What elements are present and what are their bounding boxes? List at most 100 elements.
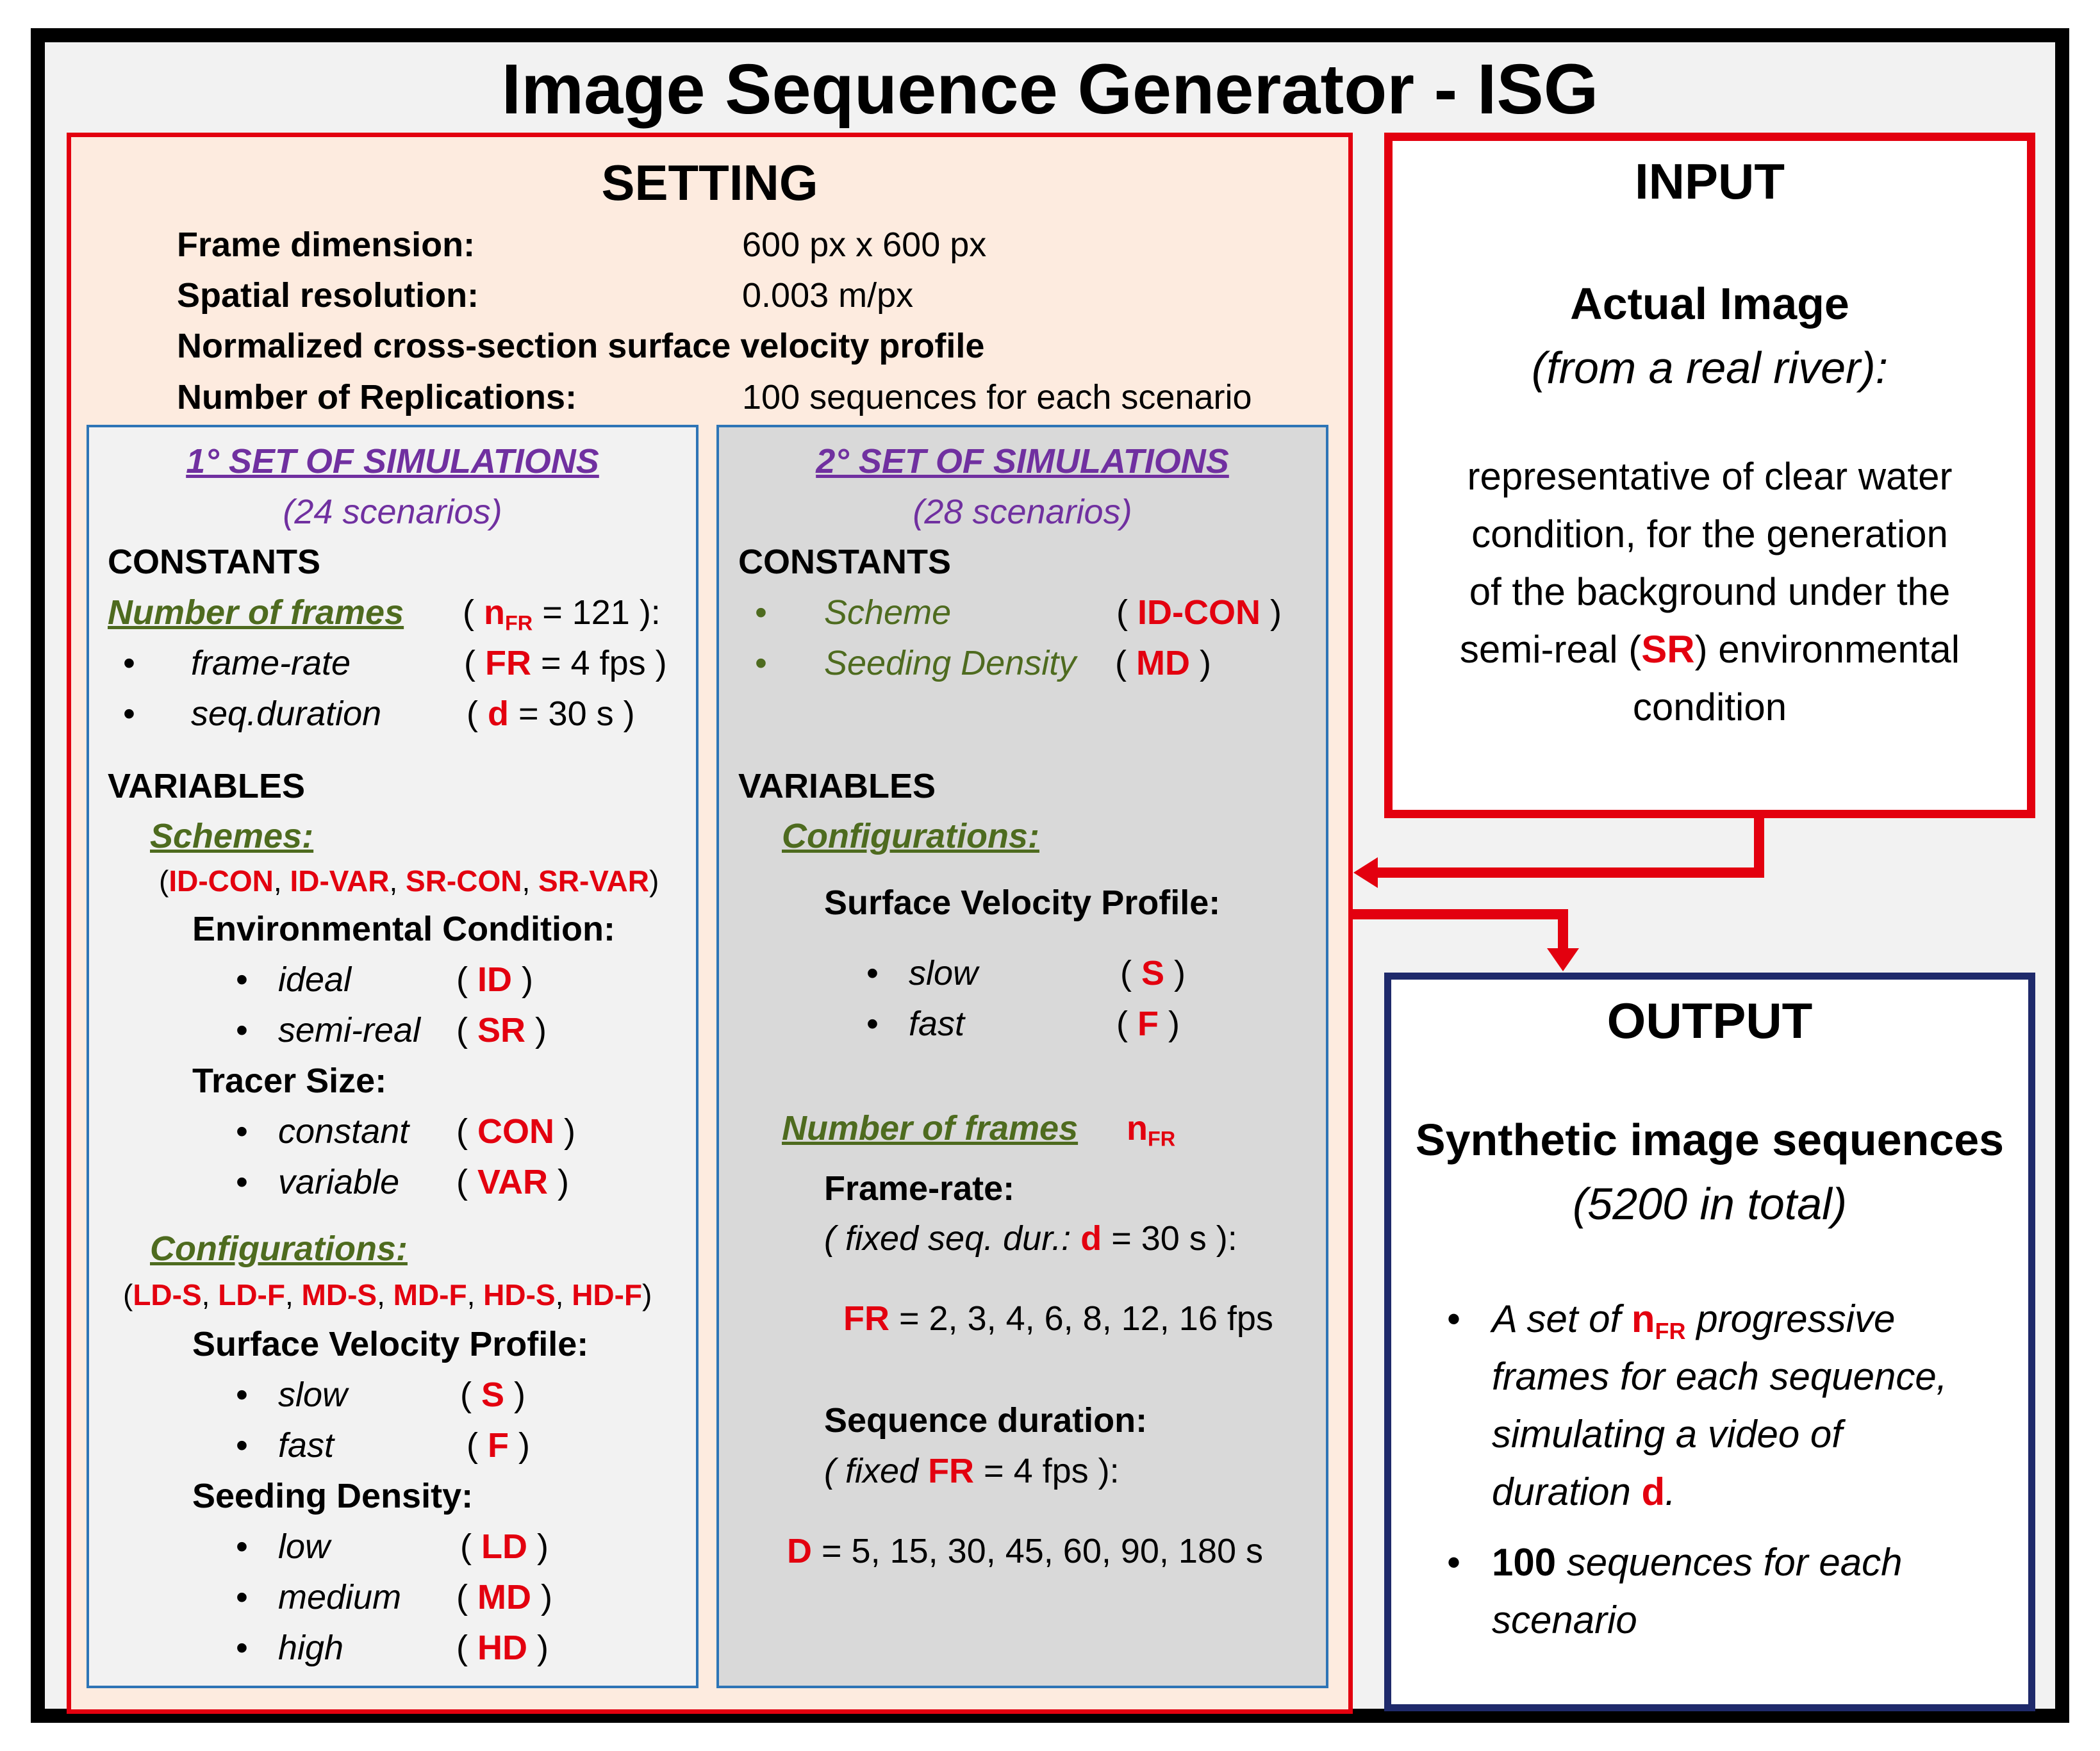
input-panel bbox=[1384, 133, 2035, 818]
set1-tracer-constant-code: ( CON ) bbox=[456, 1112, 575, 1151]
set1-density-medium-code: ( MD ) bbox=[456, 1578, 552, 1616]
bullet-dot: • bbox=[236, 1629, 248, 1667]
set2-config-label: Configurations: bbox=[782, 817, 1039, 855]
set2-const-density: Seeding Density bbox=[824, 644, 1077, 682]
set1-env-ideal: ideal bbox=[278, 960, 352, 999]
set2-framerate-fixed: ( fixed seq. dur.: d = 30 s ): bbox=[824, 1219, 1237, 1258]
set2-seqdur-label: Sequence duration: bbox=[824, 1401, 1148, 1440]
set1-env-semireal-code: ( SR ) bbox=[456, 1011, 547, 1049]
set1-env-label: Environmental Condition: bbox=[192, 910, 615, 948]
set1-title: 1° SET OF SIMULATIONS bbox=[186, 442, 599, 481]
bullet-dot: • bbox=[755, 644, 767, 682]
output-bullet1-line4: duration d. bbox=[1492, 1470, 1676, 1513]
input-header: INPUT bbox=[1635, 153, 1785, 210]
setting-header: SETTING bbox=[601, 154, 818, 211]
input-source: (from a real river): bbox=[1531, 343, 1889, 393]
output-panel bbox=[1384, 973, 2035, 1711]
set1-framerate-label: frame-rate bbox=[191, 644, 351, 682]
set1-tracer-label: Tracer Size: bbox=[192, 1062, 387, 1100]
set1-svp-fast-code: ( F ) bbox=[467, 1426, 530, 1465]
setting-value-spatial-resolution: 0.003 m/px bbox=[742, 276, 914, 315]
output-bullet1-line2: frames for each sequence, bbox=[1492, 1355, 1947, 1398]
bullet-dot: • bbox=[236, 1112, 248, 1151]
set2-nframes-label: Number of frames bbox=[782, 1109, 1079, 1147]
set2-panel bbox=[716, 425, 1328, 1688]
set1-tracer-variable: variable bbox=[278, 1163, 400, 1201]
setting-value-replications: 100 sequences for each scenario bbox=[742, 378, 1252, 416]
set2-svp-slow-code: ( S ) bbox=[1120, 954, 1186, 992]
set2-const-scheme: Scheme bbox=[824, 593, 952, 632]
set1-env-semireal: semi-real bbox=[278, 1011, 421, 1049]
set1-nframes-label: Number of frames bbox=[108, 593, 404, 632]
input-line-1: representative of clear water bbox=[1467, 455, 1953, 498]
output-bullet2-line2: scenario bbox=[1492, 1599, 1637, 1641]
output-bullet2-line1: 100 sequences for each bbox=[1492, 1541, 1903, 1584]
set1-svp-fast: fast bbox=[278, 1426, 335, 1465]
set2-framerate-label: Frame-rate: bbox=[824, 1169, 1015, 1208]
bullet-dot: • bbox=[123, 695, 135, 733]
setting-label-velocity-profile: Normalized cross-section surface velocit… bbox=[177, 327, 985, 365]
set1-svp-label: Surface Velocity Profile: bbox=[192, 1325, 589, 1363]
bullet-dot: • bbox=[236, 960, 248, 999]
set1-duration-value: ( d = 30 s ) bbox=[467, 695, 635, 733]
set1-framerate-value: ( FR = 4 fps ) bbox=[464, 644, 667, 682]
setting-label-spatial-resolution: Spatial resolution: bbox=[177, 276, 479, 315]
bullet-dot: • bbox=[1447, 1541, 1461, 1584]
bullet-dot: • bbox=[755, 593, 767, 632]
bullet-dot: • bbox=[236, 1163, 248, 1201]
input-to-setting-arrow bbox=[1353, 818, 1764, 888]
bullet-dot: • bbox=[866, 954, 879, 992]
set1-density-low-code: ( LD ) bbox=[460, 1527, 549, 1566]
set2-subtitle: (28 scenarios) bbox=[913, 493, 1132, 531]
set2-framerate-values: FR = 2, 3, 4, 6, 8, 12, 16 fps bbox=[843, 1299, 1273, 1338]
set1-config-label: Configurations: bbox=[150, 1229, 408, 1268]
set1-density-high-code: ( HD ) bbox=[456, 1629, 549, 1667]
bullet-dot: • bbox=[1447, 1297, 1461, 1340]
bullet-dot: • bbox=[236, 1527, 248, 1566]
output-subheader: Synthetic image sequences bbox=[1415, 1115, 2005, 1165]
set2-const-scheme-code: ( ID-CON ) bbox=[1116, 593, 1282, 632]
set2-seqdur-fixed: ( fixed FR = 4 fps ): bbox=[824, 1452, 1120, 1490]
set2-nframes-symbol: nFR bbox=[1127, 1109, 1176, 1151]
bullet-dot: • bbox=[866, 1005, 879, 1043]
set2-svp-label: Surface Velocity Profile: bbox=[824, 884, 1221, 922]
set1-variables-label: VARIABLES bbox=[108, 767, 306, 805]
set1-density-low: low bbox=[278, 1527, 331, 1566]
set1-density-high: high bbox=[278, 1629, 344, 1667]
input-line-4: semi-real (SR) environmental bbox=[1459, 628, 1960, 671]
set1-nframes-value: ( nFR = 121 ): bbox=[463, 593, 661, 635]
diagram-title: Image Sequence Generator - ISG bbox=[501, 50, 1599, 129]
output-total: (5200 in total) bbox=[1572, 1179, 1848, 1229]
bullet-dot: • bbox=[236, 1376, 248, 1414]
setting-label-replications: Number of Replications: bbox=[177, 378, 577, 416]
set1-tracer-constant: constant bbox=[278, 1112, 409, 1151]
set1-config-codes: (LD-S, LD-F, MD-S, MD-F, HD-S, HD-F) bbox=[123, 1278, 652, 1311]
setting-to-output-arrow bbox=[1353, 909, 1579, 971]
set1-density-label: Seeding Density: bbox=[192, 1477, 474, 1515]
set2-svp-fast-code: ( F ) bbox=[1116, 1005, 1180, 1043]
bullet-dot: • bbox=[236, 1578, 248, 1616]
output-header: OUTPUT bbox=[1607, 992, 1813, 1049]
output-bullet1-line1: A set of nFR progressive bbox=[1492, 1297, 1896, 1344]
set2-const-density-code: ( MD ) bbox=[1115, 644, 1211, 682]
set2-seqdur-values: D = 5, 15, 30, 45, 60, 90, 180 s bbox=[787, 1532, 1264, 1570]
output-bullet1-line3: simulating a video of bbox=[1492, 1413, 1842, 1456]
setting-label-frame-dimension: Frame dimension: bbox=[177, 226, 475, 264]
bullet-dot: • bbox=[236, 1011, 248, 1049]
set2-title: 2° SET OF SIMULATIONS bbox=[816, 442, 1229, 481]
input-line-5: condition bbox=[1632, 686, 1787, 728]
set1-svp-slow: slow bbox=[278, 1376, 348, 1414]
input-line-3: of the background under the bbox=[1469, 570, 1951, 613]
set1-schemes-label: Schemes: bbox=[150, 817, 314, 855]
bullet-dot: • bbox=[123, 644, 135, 682]
setting-value-frame-dimension: 600 px x 600 px bbox=[742, 226, 987, 264]
set1-tracer-variable-code: ( VAR ) bbox=[456, 1163, 570, 1201]
set1-duration-label: seq.duration bbox=[191, 695, 382, 733]
bullet-dot: • bbox=[236, 1426, 248, 1465]
set2-constants-label: CONSTANTS bbox=[738, 543, 951, 581]
set1-env-ideal-code: ( ID ) bbox=[456, 960, 533, 999]
set2-svp-slow: slow bbox=[909, 954, 979, 992]
set1-panel bbox=[87, 425, 699, 1688]
input-line-2: condition, for the generation bbox=[1471, 513, 1948, 555]
